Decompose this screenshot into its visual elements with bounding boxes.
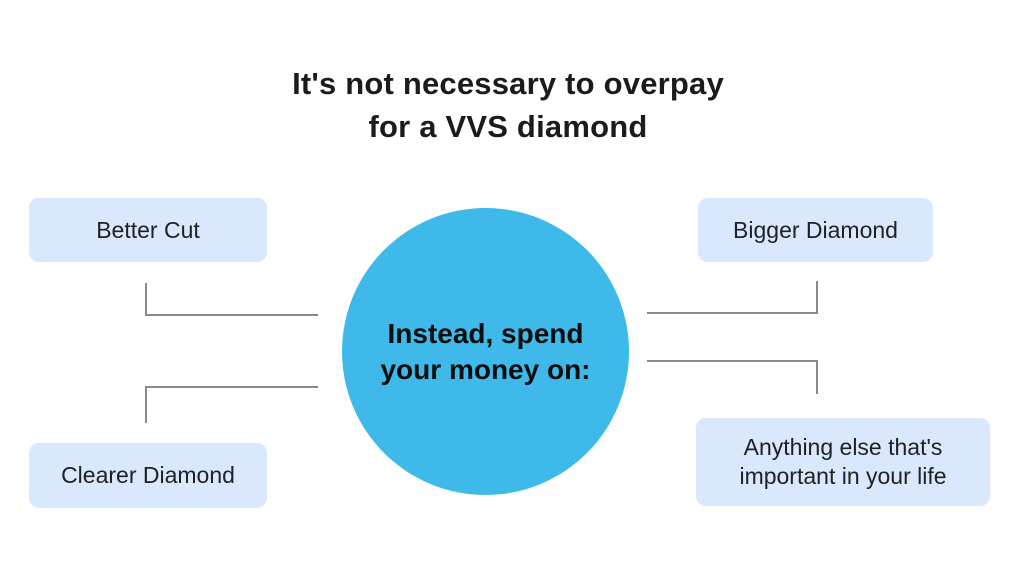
connector-clearer-diamond-vertical <box>145 386 147 423</box>
label-better-cut: Better Cut <box>29 198 267 262</box>
label-bigger-diamond: Bigger Diamond <box>698 198 933 262</box>
label-clearer-diamond: Clearer Diamond <box>29 443 267 508</box>
center-circle: Instead, spend your money on: <box>342 208 629 495</box>
label-anything-else-line2: important in your life <box>739 463 947 489</box>
page-title: It's not necessary to overpay for a VVS … <box>158 62 858 148</box>
connector-anything-else-horizontal <box>647 360 818 362</box>
page-title-line2: for a VVS diamond <box>368 109 648 144</box>
label-anything-else: Anything else that's important in your l… <box>696 418 990 506</box>
page-title-line1: It's not necessary to overpay <box>292 66 724 101</box>
connector-bigger-diamond-horizontal <box>647 312 818 314</box>
center-circle-line1: Instead, spend <box>387 317 584 349</box>
connector-clearer-diamond-horizontal <box>145 386 318 388</box>
connector-anything-else-vertical <box>816 360 818 394</box>
center-circle-line2: your money on: <box>380 353 591 385</box>
label-better-cut-text: Better Cut <box>96 216 200 243</box>
label-clearer-diamond-text: Clearer Diamond <box>61 462 235 488</box>
label-anything-else-line1: Anything else that's <box>743 434 943 460</box>
connector-better-cut-horizontal <box>145 314 318 316</box>
label-anything-else-text: Anything else that's important in your l… <box>739 433 946 491</box>
connector-bigger-diamond-vertical <box>816 281 818 314</box>
connector-better-cut-vertical <box>145 283 147 316</box>
label-bigger-diamond-text: Bigger Diamond <box>733 216 898 243</box>
